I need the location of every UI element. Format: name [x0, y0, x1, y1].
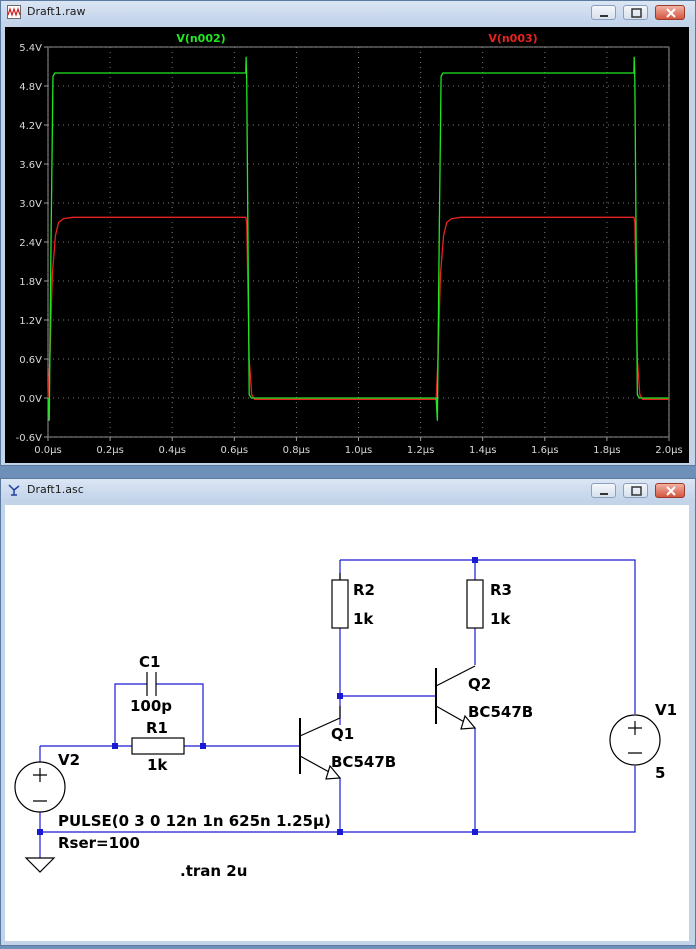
y-tick-label: 1.8V — [19, 277, 42, 288]
y-tick-label: 5.4V — [19, 43, 42, 54]
y-tick-label: 0.6V — [19, 355, 42, 366]
r1-name-label[interactable]: R1 — [146, 719, 168, 737]
close-icon — [666, 486, 676, 496]
junction[interactable] — [472, 829, 478, 835]
x-tick-label: 0.0µs — [34, 445, 61, 456]
wire-v2-r1[interactable] — [39, 745, 132, 762]
y-tick-label: 4.2V — [19, 121, 42, 132]
series-line-v-n002-[interactable] — [47, 56, 669, 421]
transistor-q2[interactable] — [435, 665, 477, 730]
r2-value-label[interactable]: 1k — [353, 610, 374, 628]
wire-ground-rail[interactable] — [40, 766, 636, 833]
q1-name-label[interactable]: Q1 — [331, 725, 354, 743]
v1-name-label[interactable]: V1 — [655, 701, 677, 719]
close-icon — [666, 8, 676, 18]
capacitor-c1[interactable] — [146, 672, 157, 696]
r2-name-label[interactable]: R2 — [353, 581, 375, 599]
c1-value-label[interactable]: 100p — [130, 697, 172, 715]
wire-c1[interactable] — [114, 683, 204, 746]
junction[interactable] — [37, 829, 43, 835]
x-tick-label: 1.8µs — [593, 445, 620, 456]
q2-model-label[interactable]: BC547B — [468, 703, 533, 721]
q2-name-label[interactable]: Q2 — [468, 675, 491, 693]
chart-tick-labels: 0.0µs 0.2µs 0.4µs 0.6µs 0.8µs 1.0µs 1.2µs 1.4µs… — [16, 43, 683, 456]
minimize-icon — [600, 15, 608, 17]
junctions — [37, 557, 478, 835]
y-tick-label: 2.4V — [19, 238, 42, 249]
y-tick-label: -0.6V — [16, 433, 43, 444]
waveform-icon — [7, 5, 21, 19]
waveform-chart[interactable]: 0.0µs 0.2µs 0.4µs 0.6µs 0.8µs 1.0µs 1.2µs 1.4µs… — [5, 27, 689, 463]
schematic-title-bar[interactable]: Draft1.asc — [1, 479, 695, 501]
ground-symbol[interactable] — [24, 857, 56, 873]
chart-grid — [44, 46, 670, 441]
minimize-button[interactable] — [591, 5, 616, 20]
chart-series — [47, 56, 669, 421]
r3-value-label[interactable]: 1k — [490, 610, 511, 628]
voltage-source-v1[interactable] — [609, 714, 661, 766]
y-tick-label: 1.2V — [19, 316, 42, 327]
y-tick-label: 3.6V — [19, 160, 42, 171]
x-tick-label: 1.2µs — [407, 445, 434, 456]
v2-pulse-label[interactable]: PULSE(0 3 0 12n 1n 625n 1.25µ) — [58, 812, 331, 830]
schematic-window-title: Draft1.asc — [27, 483, 84, 496]
junction[interactable] — [112, 743, 118, 749]
wires — [39, 559, 636, 858]
c1-name-label[interactable]: C1 — [139, 653, 160, 671]
legend-v-n002[interactable]: V(n002) — [176, 32, 225, 45]
x-tick-label: 0.4µs — [158, 445, 185, 456]
junction[interactable] — [200, 743, 206, 749]
x-tick-label: 1.0µs — [345, 445, 372, 456]
resistor-r2[interactable] — [331, 573, 349, 629]
q1-model-label[interactable]: BC547B — [331, 753, 396, 771]
y-tick-label: 0.0V — [19, 394, 42, 405]
close-button[interactable] — [655, 5, 685, 20]
voltage-source-v2[interactable] — [14, 761, 66, 813]
minimize-button[interactable] — [591, 483, 616, 498]
schematic-drawing[interactable]: R2 1k R3 1k Q2 BC547B Q1 BC547B C1 100p … — [5, 505, 689, 941]
y-tick-label: 3.0V — [19, 199, 42, 210]
wire-top-rail[interactable] — [340, 559, 636, 714]
r1-value-label[interactable]: 1k — [147, 756, 168, 774]
maximize-button[interactable] — [623, 5, 648, 20]
v2-name-label[interactable]: V2 — [58, 751, 80, 769]
tran-directive[interactable]: .tran 2u — [180, 862, 247, 880]
x-tick-label: 0.6µs — [221, 445, 248, 456]
junction[interactable] — [337, 693, 343, 699]
waveform-plot-area[interactable]: 0.0µs 0.2µs 0.4µs 0.6µs 0.8µs 1.0µs 1.2µs 1.4µs… — [5, 27, 689, 463]
legend-v-n003[interactable]: V(n003) — [488, 32, 537, 45]
waveform-window-title: Draft1.raw — [27, 5, 86, 18]
x-tick-label: 2.0µs — [655, 445, 682, 456]
r3-name-label[interactable]: R3 — [490, 581, 512, 599]
y-tick-label: 4.8V — [19, 82, 42, 93]
resistor-r3[interactable] — [466, 579, 484, 629]
schematic-canvas[interactable]: R2 1k R3 1k Q2 BC547B Q1 BC547B C1 100p … — [5, 505, 689, 941]
maximize-button[interactable] — [623, 483, 648, 498]
x-tick-label: 1.4µs — [469, 445, 496, 456]
junction[interactable] — [472, 557, 478, 563]
close-button[interactable] — [655, 483, 685, 498]
transistor-q1[interactable] — [299, 706, 342, 780]
x-tick-label: 0.2µs — [96, 445, 123, 456]
maximize-icon — [631, 8, 642, 18]
v1-value-label[interactable]: 5 — [655, 764, 665, 782]
v2-rser-label[interactable]: Rser=100 — [58, 834, 140, 852]
waveform-title-bar[interactable]: Draft1.raw — [1, 1, 695, 23]
minimize-icon — [600, 493, 608, 495]
resistor-r1[interactable] — [131, 737, 185, 755]
junction[interactable] — [337, 829, 343, 835]
x-tick-label: 0.8µs — [283, 445, 310, 456]
maximize-icon — [631, 486, 642, 496]
x-tick-label: 1.6µs — [531, 445, 558, 456]
schematic-icon — [8, 484, 20, 496]
